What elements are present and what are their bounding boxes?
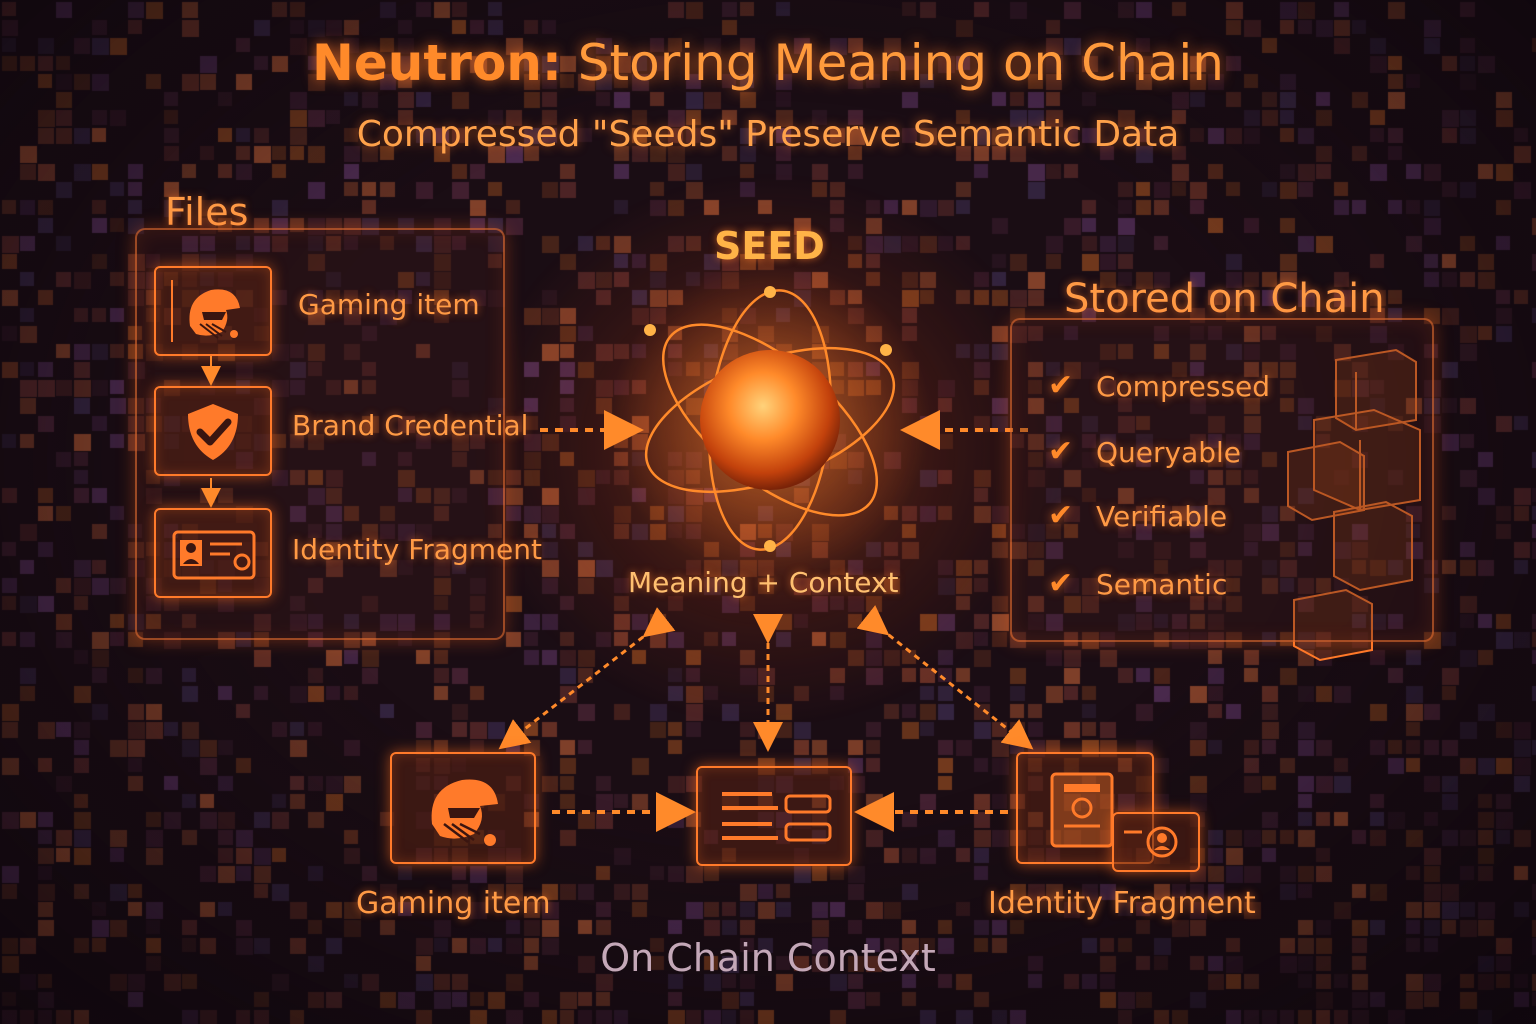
bottom-item-label: Identity Fragment xyxy=(988,886,1256,921)
bottom-document-tile[interactable] xyxy=(696,766,852,866)
helmet-icon xyxy=(392,754,534,862)
avatar-icon xyxy=(1114,814,1198,870)
chain-feature: Verifiable xyxy=(1096,500,1227,533)
seed-atom-icon xyxy=(610,260,930,580)
document-icon xyxy=(698,768,850,864)
bottom-item-label: Gaming item xyxy=(356,886,551,921)
check-icon: ✔ xyxy=(1048,368,1073,403)
seed-title: SEED xyxy=(714,224,825,268)
on-chain-context-caption: On Chain Context xyxy=(0,936,1536,980)
seed-identity-link-arrow xyxy=(880,628,1024,742)
check-icon: ✔ xyxy=(1048,498,1073,533)
check-icon: ✔ xyxy=(1048,566,1073,601)
identity-card-small xyxy=(1112,812,1200,872)
bottom-gaming-item-tile[interactable] xyxy=(390,752,536,864)
chain-feature: Semantic xyxy=(1096,568,1227,601)
seed-caption: Meaning + Context xyxy=(628,566,899,599)
chain-feature: Compressed xyxy=(1096,370,1270,403)
chain-feature: Queryable xyxy=(1096,436,1241,469)
check-icon: ✔ xyxy=(1048,434,1073,469)
chain-heading: Stored on Chain xyxy=(1064,276,1385,322)
seed-gaming-link-arrow xyxy=(508,630,652,742)
